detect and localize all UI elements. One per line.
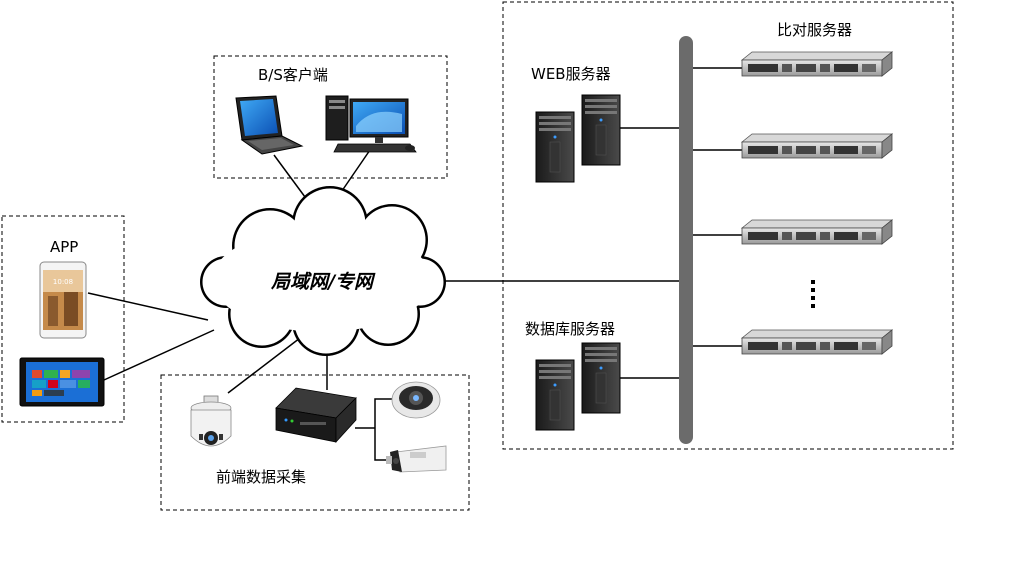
bs-client-group-box — [213, 55, 448, 179]
smartphone-icon: 10:08 — [39, 261, 87, 339]
frontend-label: 前端数据采集 — [216, 468, 306, 486]
tablet-icon — [19, 357, 105, 407]
rack-server-icon — [741, 51, 893, 77]
backbone-bus — [679, 36, 693, 444]
server-group-box — [502, 1, 954, 450]
compare-server-label: 比对服务器 — [777, 21, 852, 39]
bullet-camera-icon — [386, 445, 447, 473]
tower-server-icon — [535, 359, 575, 431]
bs-client-label: B/S客户端 — [258, 66, 328, 84]
ptz-dome-camera-icon — [190, 395, 232, 447]
frontend-group-box — [160, 374, 470, 511]
tower-server-icon — [581, 94, 621, 166]
tower-server-icon — [535, 111, 575, 183]
network-cloud: 局域网/专网 — [200, 186, 446, 356]
network-video-recorder-icon — [275, 387, 357, 444]
web-server-label: WEB服务器 — [531, 65, 611, 83]
rack-server-icon — [741, 329, 893, 355]
app-label: APP — [50, 238, 78, 256]
db-server-label: 数据库服务器 — [525, 320, 615, 338]
tower-server-icon — [581, 342, 621, 414]
network-label: 局域网/专网 — [270, 271, 376, 293]
app-group-box — [1, 215, 125, 423]
rack-server-icon — [741, 219, 893, 245]
more-servers-ellipsis — [811, 280, 815, 308]
desktop-computer-icon — [325, 95, 417, 153]
phone-clock: 10:08 — [53, 278, 73, 286]
laptop-icon — [235, 95, 304, 155]
fisheye-camera-icon — [391, 381, 441, 419]
rack-server-icon — [741, 133, 893, 159]
